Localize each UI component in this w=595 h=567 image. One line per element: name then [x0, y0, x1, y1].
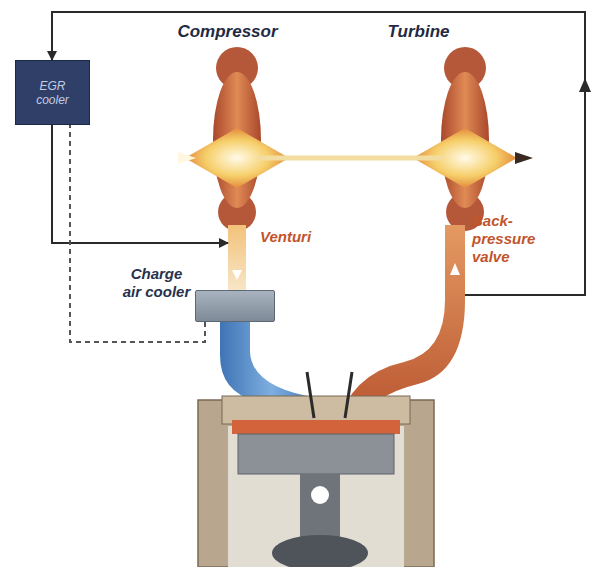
flow-arrow: [450, 263, 460, 275]
node-text: Compressor: [165, 22, 290, 42]
node-text: EGR cooler: [28, 79, 78, 107]
turbine-housing: [413, 47, 533, 231]
node-text: Turbine: [372, 22, 465, 42]
egr-line: [52, 12, 585, 295]
flow-arrow: [232, 270, 242, 280]
turbine-unit: Turbine: [372, 22, 465, 297]
valve-label: Back-pressure valve: [472, 212, 552, 266]
compressor-housing: [178, 47, 289, 231]
charge-air-cooler: Charge air cooler: [195, 290, 275, 322]
venturi-label: Venturi: [260, 228, 340, 246]
intake-duct: [228, 225, 246, 291]
bypass-line: [70, 125, 205, 342]
egr-cooler-box: EGR cooler: [15, 60, 90, 125]
node-text: Charge air cooler: [121, 265, 192, 301]
engine-cylinder: [198, 372, 434, 567]
compressor-unit: Compressor: [165, 22, 290, 243]
egr-line: [52, 125, 228, 243]
turbo-shaft: [258, 156, 444, 161]
